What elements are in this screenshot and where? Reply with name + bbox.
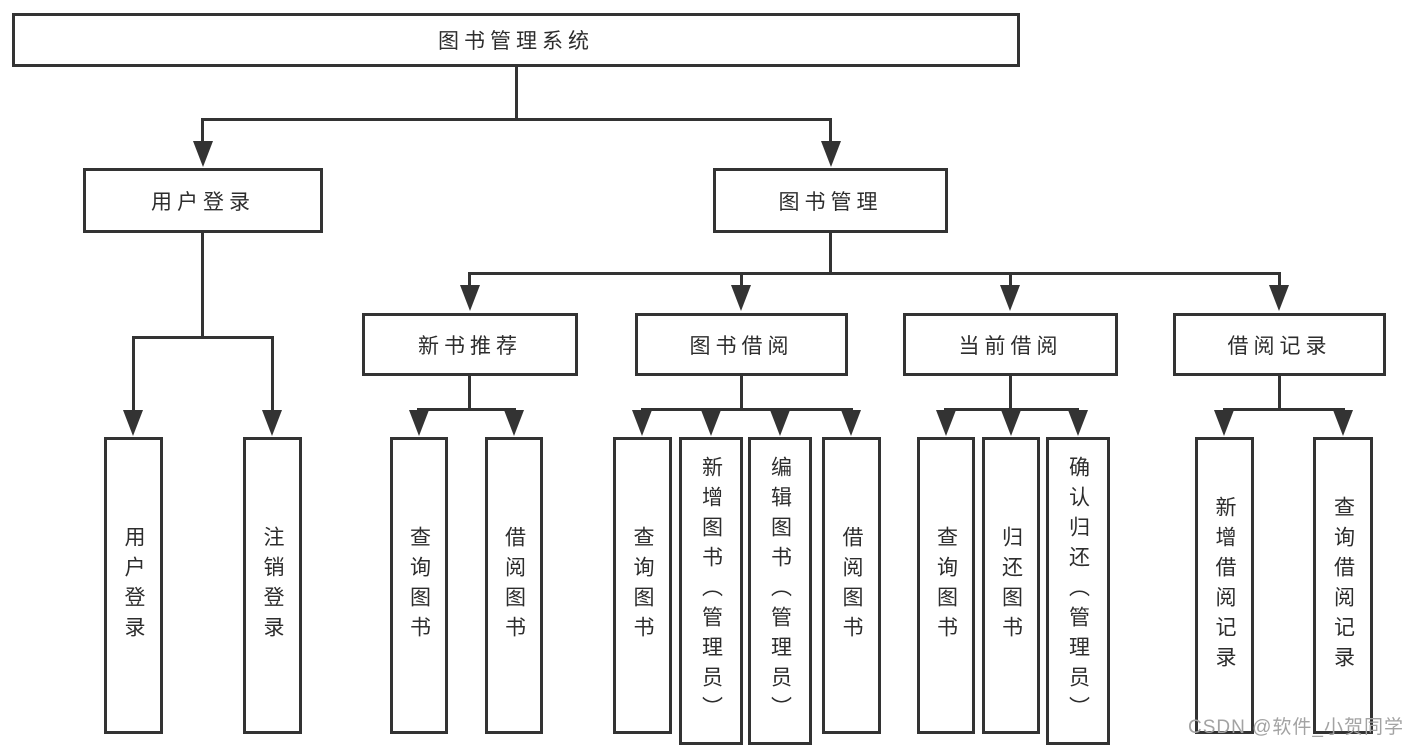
leaf-query-books-recommend-label: 查询图书 [407,525,431,646]
leaf-add-borrow-record-label: 新增借阅记录 [1213,495,1236,676]
edge-drop-leaf-user-login [132,336,135,412]
node-book-borrow-label: 图书借阅 [689,334,794,358]
arrowhead-down-icon [936,410,956,436]
edge-level3-bar [468,272,1281,275]
leaf-user-login-label: 用户登录 [122,525,145,646]
arrowhead-down-icon [123,410,143,436]
leaf-query-borrow-record: 查询借阅记录 [1313,437,1373,734]
arrowhead-down-icon [731,285,751,311]
leaf-borrow-books-borrow-label: 借阅图书 [840,525,863,646]
edge-current-borrow-stub [1009,374,1012,410]
edge-root-stub [515,67,518,121]
edge-book-management-stub [829,231,832,274]
arrowhead-down-icon [193,141,213,167]
leaf-query-books-recommend: 查询图书 [390,437,448,734]
leaf-borrow-books-recommend-label: 借阅图书 [502,525,526,646]
edge-drop-book-management [829,118,832,143]
node-new-book-recommend: 新书推荐 [362,313,578,376]
node-book-management: 图书管理 [713,168,948,233]
edge-drop-user-login [201,118,204,143]
arrowhead-down-icon [460,285,480,311]
node-new-book-recommend-label: 新书推荐 [418,334,522,358]
node-current-borrow-label: 当前借阅 [958,334,1063,358]
edge-root-bar [201,118,832,121]
leaf-add-book-admin-label: 新增图书（管理员） [699,456,723,726]
leaf-edit-book-admin: 编辑图书（管理员） [748,437,812,745]
node-root: 图书管理系统 [12,13,1020,67]
leaf-user-login: 用户登录 [104,437,163,734]
node-book-management-label: 图书管理 [778,190,883,214]
edge-book-borrow-bar [641,408,853,411]
arrowhead-down-icon [701,410,721,436]
edge-drop-leaf-logout [271,336,274,412]
arrowhead-down-icon [1269,285,1289,311]
leaf-add-borrow-record: 新增借阅记录 [1195,437,1254,734]
node-borrow-records-label: 借阅记录 [1227,334,1332,358]
edge-drop-book-borrow [740,272,743,287]
leaf-confirm-return-admin-label: 确认归还（管理员） [1066,456,1090,726]
arrowhead-down-icon [409,410,429,436]
leaf-return-book-label: 归还图书 [999,525,1023,646]
node-current-borrow: 当前借阅 [903,313,1118,376]
leaf-query-borrow-record-label: 查询借阅记录 [1331,495,1355,676]
arrowhead-down-icon [1333,410,1353,436]
edge-user-login-stub [201,231,204,338]
edge-user-login-bar [132,336,274,339]
edge-drop-current-borrow [1009,272,1012,287]
leaf-add-book-admin: 新增图书（管理员） [679,437,743,745]
node-book-borrow: 图书借阅 [635,313,848,376]
edge-drop-borrow-records [1278,272,1281,287]
arrowhead-down-icon [1000,285,1020,311]
arrowhead-down-icon [1001,410,1021,436]
edge-new-book-stub [468,374,471,410]
leaf-borrow-books-borrow: 借阅图书 [822,437,881,734]
csdn-watermark: CSDN @软件_小贺同学 [1188,717,1404,738]
leaf-confirm-return-admin: 确认归还（管理员） [1046,437,1110,745]
leaf-edit-book-admin-label: 编辑图书（管理员） [768,456,792,726]
node-borrow-records: 借阅记录 [1173,313,1386,376]
node-user-login: 用户登录 [83,168,323,233]
leaf-logout-login-label: 注销登录 [261,525,284,646]
leaf-return-book: 归还图书 [982,437,1040,734]
leaf-borrow-books-recommend: 借阅图书 [485,437,543,734]
node-user-login-label: 用户登录 [151,190,255,214]
edge-borrow-records-stub [1278,374,1281,410]
arrowhead-down-icon [841,410,861,436]
leaf-query-books-current-label: 查询图书 [934,525,958,646]
leaf-query-books-current: 查询图书 [917,437,975,734]
node-root-label: 图书管理系统 [438,30,594,53]
edge-book-borrow-stub [740,374,743,410]
arrowhead-down-icon [821,141,841,167]
leaf-query-books-borrow: 查询图书 [613,437,672,734]
leaf-logout-login: 注销登录 [243,437,302,734]
leaf-query-books-borrow-label: 查询图书 [631,525,654,646]
arrowhead-down-icon [1214,410,1234,436]
edge-new-book-bar [417,408,516,411]
edge-current-borrow-bar [944,408,1079,411]
arrowhead-down-icon [632,410,652,436]
edge-borrow-records-bar [1223,408,1345,411]
arrowhead-down-icon [504,410,524,436]
arrowhead-down-icon [262,410,282,436]
edge-drop-new-book [468,272,471,287]
arrowhead-down-icon [1068,410,1088,436]
arrowhead-down-icon [770,410,790,436]
